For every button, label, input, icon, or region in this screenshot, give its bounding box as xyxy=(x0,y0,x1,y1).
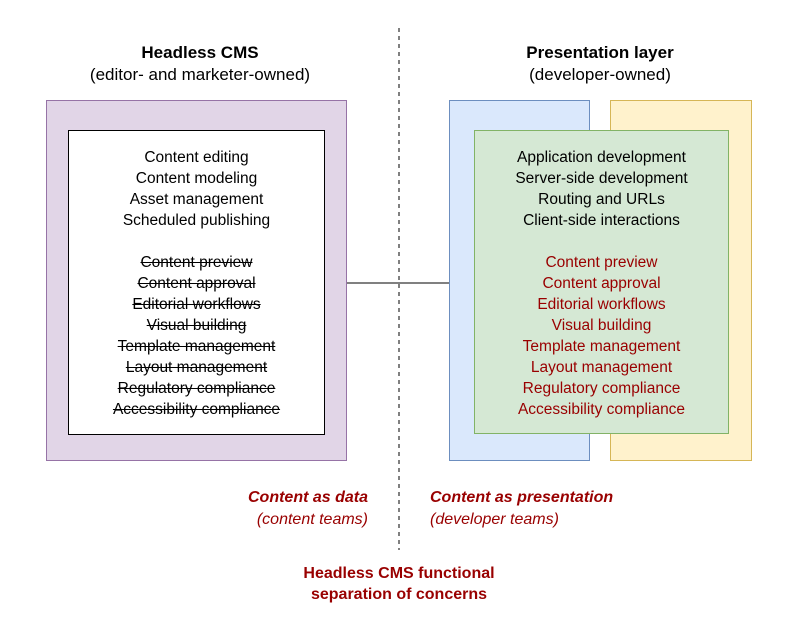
cms-inner-box: Content editing Content modeling Asset m… xyxy=(68,130,325,435)
developer-teams-subtitle: (developer teams) xyxy=(430,511,559,528)
cms-removed-item: Regulatory compliance xyxy=(117,380,276,397)
content-as-data-label: Content as data (content teams) xyxy=(160,487,368,531)
cms-title: Headless CMS xyxy=(141,43,259,62)
cms-capability: Asset management xyxy=(129,191,264,208)
content-as-data-title: Content as data xyxy=(247,489,368,506)
caption-line-1: Headless CMS functional xyxy=(303,565,495,582)
cms-removed-item: Layout management xyxy=(125,359,268,376)
cms-removed-item: Accessibility compliance xyxy=(112,401,281,418)
cms-subtitle: (editor- and marketer-owned) xyxy=(89,65,311,84)
presentation-added-item: Regulatory compliance xyxy=(522,380,681,397)
cms-capability: Scheduled publishing xyxy=(122,212,271,229)
presentation-added-item: Layout management xyxy=(530,359,673,376)
content-as-presentation-label: Content as presentation (developer teams… xyxy=(430,487,730,531)
content-teams-subtitle: (content teams) xyxy=(256,511,368,528)
presentation-capability: Routing and URLs xyxy=(538,191,665,208)
presentation-capability: Application development xyxy=(517,149,686,166)
cms-heading: Headless CMS (editor- and marketer-owned… xyxy=(40,42,360,86)
cms-capability: Content modeling xyxy=(135,170,258,187)
presentation-green-box: Application development Server-side deve… xyxy=(474,130,729,434)
presentation-subtitle: (developer-owned) xyxy=(529,65,671,84)
content-as-presentation-title: Content as presentation xyxy=(430,489,614,506)
cms-capability: Content editing xyxy=(144,149,249,166)
presentation-heading: Presentation layer (developer-owned) xyxy=(440,42,760,86)
cms-removed-item: Visual building xyxy=(146,317,247,334)
presentation-added-item: Template management xyxy=(522,338,681,355)
presentation-added-item: Accessibility compliance xyxy=(517,401,686,418)
presentation-added-item: Content preview xyxy=(545,254,658,271)
cms-removed-item: Content approval xyxy=(137,275,256,292)
presentation-capability: Server-side development xyxy=(515,170,688,187)
cms-removed-item: Template management xyxy=(117,338,276,355)
presentation-added-item: Content approval xyxy=(542,275,661,292)
presentation-added-item: Visual building xyxy=(551,317,652,334)
presentation-added-item: Editorial workflows xyxy=(537,296,666,313)
diagram-caption: Headless CMS functional separation of co… xyxy=(199,563,599,605)
caption-line-2: separation of concerns xyxy=(310,586,488,603)
cms-removed-item: Editorial workflows xyxy=(132,296,261,313)
presentation-capability: Client-side interactions xyxy=(523,212,680,229)
presentation-title: Presentation layer xyxy=(526,43,674,62)
cms-removed-item: Content preview xyxy=(140,254,253,271)
